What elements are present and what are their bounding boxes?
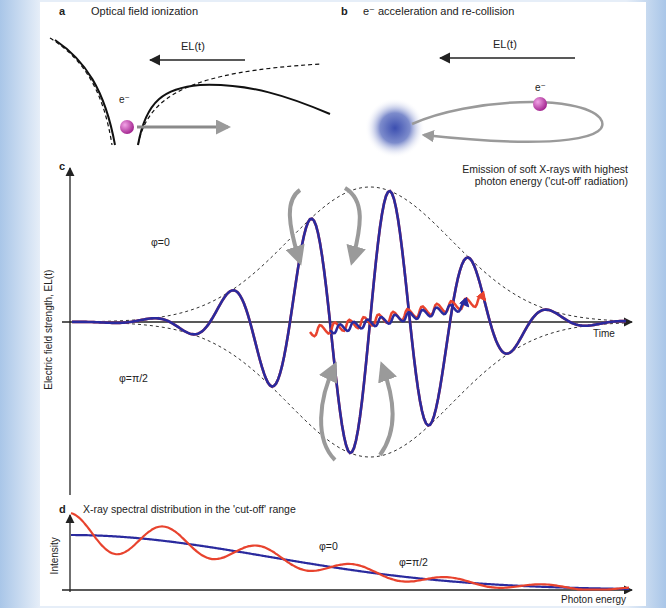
y-axis <box>69 515 70 592</box>
field-arrow <box>440 57 575 59</box>
phase-label: φ=0 <box>318 540 339 552</box>
panel-letter: c <box>58 160 66 173</box>
field-waves <box>72 187 626 457</box>
axis-label: Intensity <box>49 536 61 575</box>
panel-title: Emission of soft X-rays with highest pho… <box>432 163 629 187</box>
panel-title: X-ray spectral distribution in the 'cut-… <box>82 503 297 515</box>
y-axis <box>69 168 70 495</box>
axis-label: Time <box>592 328 616 340</box>
axis-label: Electric field strength, EL(t) <box>43 269 55 391</box>
field-label: EL(t) <box>492 38 518 51</box>
field-label: EL(t) <box>180 40 206 53</box>
panel-title: Optical field ionization <box>90 5 199 18</box>
field-arrow <box>150 59 245 61</box>
figure-panel <box>40 2 646 606</box>
electron-label: e⁻ <box>534 82 547 94</box>
tunnel-arrow <box>137 126 228 129</box>
phase-label: φ=π/2 <box>398 556 429 568</box>
panel-letter: d <box>58 503 67 516</box>
phase-label: φ=π/2 <box>118 372 149 384</box>
electron-trajectory <box>412 102 602 142</box>
spectra <box>71 513 629 589</box>
x-axis <box>62 589 632 590</box>
panel-letter: a <box>58 5 66 18</box>
electron <box>533 97 547 111</box>
panel-title: e⁻ acceleration and re-collision <box>362 5 515 18</box>
potential-well <box>50 38 330 145</box>
electron-label: e⁻ <box>118 94 131 106</box>
panel-letter: b <box>340 5 349 18</box>
phase-label: φ=0 <box>150 236 171 248</box>
xray-emission <box>310 296 485 337</box>
axis-label: Photon energy <box>560 594 627 606</box>
electron <box>120 120 134 134</box>
ion-core <box>365 98 425 158</box>
